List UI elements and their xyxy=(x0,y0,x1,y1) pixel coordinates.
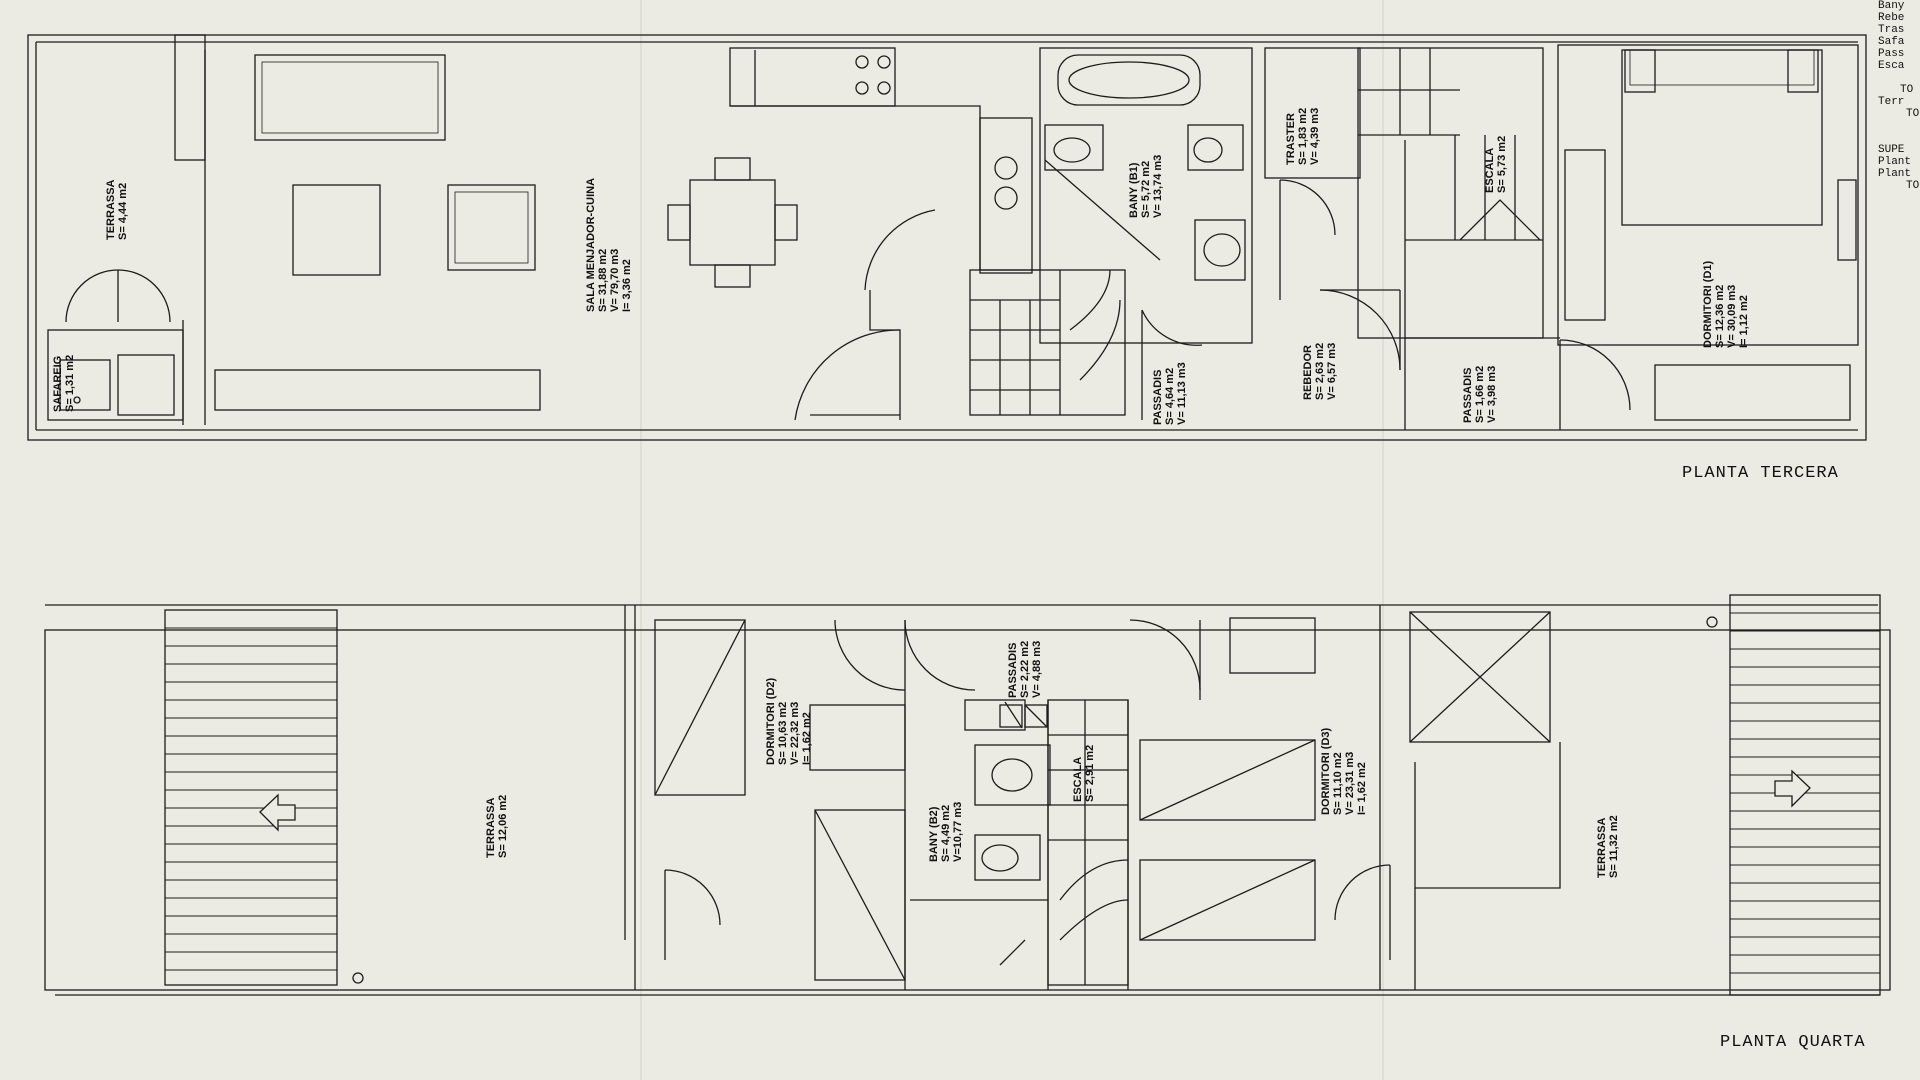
paper-fold-line xyxy=(640,0,642,1080)
plan-title-planta-tercera: PLANTA TERCERA xyxy=(1682,464,1839,483)
planta-quarta-plan xyxy=(44,594,1891,996)
paper-fold-line xyxy=(1382,0,1384,1080)
plan-title-planta-quarta: PLANTA QUARTA xyxy=(1720,1033,1866,1052)
planta-tercera-plan xyxy=(27,34,1867,441)
